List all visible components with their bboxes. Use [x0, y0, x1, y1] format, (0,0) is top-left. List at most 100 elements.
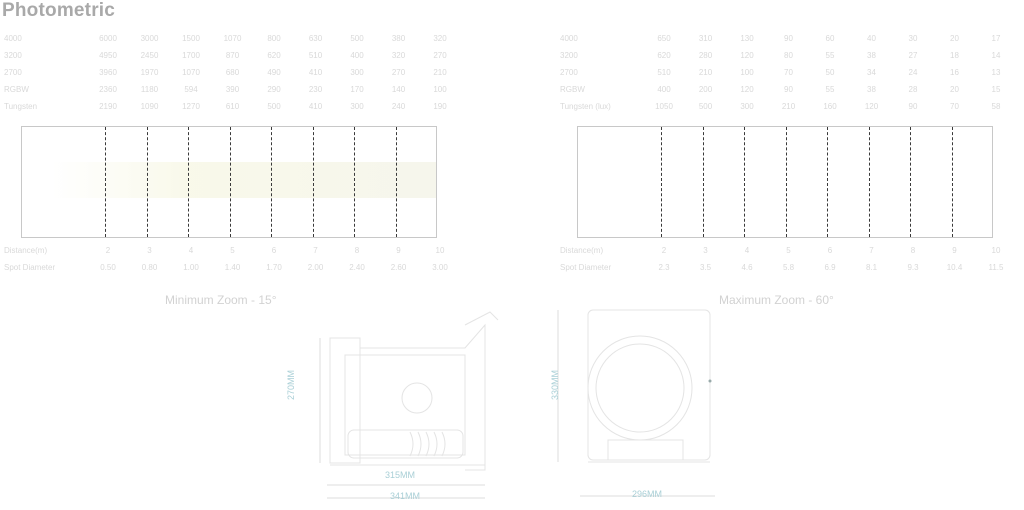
min-zoom-table-row-head: 3200 [4, 51, 22, 60]
min-zoom-distance-line [105, 127, 106, 237]
max-zoom-table-cell: 70 [950, 102, 959, 111]
min-zoom-table-cell: 800 [267, 34, 281, 43]
max-zoom-footer-cell: 6.9 [824, 263, 836, 272]
front-width-dim: 296MM [632, 489, 663, 499]
max-zoom-table-row-head: 4000 [560, 34, 578, 43]
min-zoom-table-cell: 230 [308, 85, 323, 94]
max-zoom-footer-cell: 3.5 [699, 263, 712, 272]
max-zoom-table-cell: 130 [740, 34, 754, 43]
min-zoom-distance-line [354, 127, 355, 237]
min-zoom-table-cell: 2360 [99, 85, 117, 94]
min-zoom-footer-cell: 2.00 [307, 263, 324, 272]
max-zoom-footer-cell: 5 [786, 246, 791, 255]
max-zoom-footer-cell: 6 [827, 246, 833, 255]
side-width-outer-dim: 341MM [390, 491, 421, 501]
min-zoom-table-cell: 680 [225, 68, 240, 77]
min-zoom-table-cell: 390 [225, 85, 240, 94]
max-zoom-table-cell: 18 [950, 51, 959, 60]
min-zoom-footer-cell: 0.80 [141, 263, 158, 272]
min-zoom-table-cell: 1700 [182, 51, 200, 60]
min-zoom-table-cell: 500 [350, 34, 364, 43]
min-zoom-table-cell: 100 [433, 85, 447, 94]
max-zoom-footer-row-head: Distance(m) [560, 246, 604, 255]
max-zoom-table-cell: 34 [867, 68, 876, 77]
min-zoom-distance-line [312, 127, 314, 237]
max-zoom-distance-line [785, 127, 787, 237]
max-zoom-table-cell: 40 [867, 34, 876, 43]
max-zoom-table-cell: 70 [784, 68, 793, 77]
min-zoom-table-cell: 6000 [99, 34, 117, 43]
max-zoom-table-cell: 15 [991, 85, 1001, 94]
max-zoom-distance-line [868, 127, 870, 237]
max-zoom-table-cell: 500 [698, 102, 713, 111]
side-height-dim: 270MM [286, 369, 296, 400]
min-zoom-table-cell: 2450 [140, 51, 159, 60]
min-zoom-beam [52, 162, 436, 198]
max-zoom-table-cell: 210 [781, 102, 796, 111]
min-zoom-table-row-head: 2700 [4, 68, 22, 77]
min-zoom-table-cell: 410 [308, 102, 323, 111]
side-view-drawing [319, 311, 499, 499]
min-zoom-table-cell: 4950 [99, 51, 117, 60]
max-zoom-table-cell: 120 [740, 51, 754, 60]
max-zoom-table-cell: 400 [657, 85, 671, 94]
max-zoom-footer-cell: 8 [910, 246, 916, 255]
min-zoom-table-cell: 594 [184, 85, 198, 94]
min-zoom-table-cell: 380 [391, 34, 406, 43]
min-zoom-table-cell: 300 [350, 68, 364, 77]
min-zoom-table-cell: 620 [267, 51, 281, 60]
min-zoom-table-cell: 630 [308, 34, 323, 43]
max-zoom-table-cell: 160 [823, 102, 837, 111]
max-zoom-footer-cell: 4 [744, 246, 750, 255]
min-zoom-footer-cell: 4 [188, 246, 194, 255]
max-zoom-distance-line [702, 127, 704, 237]
max-zoom-table-cell: 90 [784, 85, 793, 94]
max-zoom-footer-cell: 3 [703, 246, 708, 255]
max-zoom-table-cell: 30 [908, 34, 918, 43]
min-zoom-table-cell: 490 [267, 68, 281, 77]
min-zoom-footer-cell: 3.00 [432, 263, 448, 272]
min-zoom-beam-chart [21, 126, 437, 238]
max-zoom-footer-cell: 9 [952, 246, 957, 255]
max-zoom-table-cell: 620 [657, 51, 671, 60]
min-zoom-table-row-head: Tungsten [4, 102, 38, 111]
max-zoom-footer-cell: 11.5 [988, 263, 1004, 272]
max-zoom-table-cell: 38 [867, 85, 876, 94]
max-zoom-table-cell: 55 [825, 51, 835, 60]
max-zoom-table-cell: 210 [698, 68, 713, 77]
max-zoom-table-row-head: 2700 [560, 68, 578, 77]
min-zoom-footer-cell: 3 [147, 246, 152, 255]
max-zoom-table-cell: 650 [657, 34, 671, 43]
min-zoom-footer-cell: 9 [396, 246, 401, 255]
min-zoom-footer-cell: 0.50 [100, 263, 116, 272]
max-zoom-footer-cell: 4.6 [741, 263, 753, 272]
max-zoom-table-cell: 280 [698, 51, 713, 60]
min-zoom-table-cell: 140 [391, 85, 406, 94]
max-zoom-beam-chart [577, 126, 993, 238]
min-zoom-footer-cell: 1.70 [266, 263, 282, 272]
min-zoom-table-cell: 1180 [140, 85, 159, 94]
min-zoom-label: Minimum Zoom - 15° [165, 293, 277, 307]
max-zoom-table-row-head: 3200 [560, 51, 578, 60]
max-zoom-distance-line [910, 127, 911, 237]
max-zoom-footer-cell: 5.8 [782, 263, 795, 272]
min-zoom-table-cell: 500 [267, 102, 281, 111]
max-zoom-distance-line [951, 127, 953, 237]
min-zoom-table-cell: 1500 [182, 34, 200, 43]
max-zoom-table-cell: 24 [908, 68, 918, 77]
max-zoom-footer-cell: 8.1 [865, 263, 878, 272]
min-zoom-table-cell: 270 [391, 68, 406, 77]
min-zoom-footer-cell: 6 [271, 246, 277, 255]
min-zoom-table-cell: 1270 [182, 102, 200, 111]
max-zoom-distance-line [661, 127, 662, 237]
min-zoom-table-cell: 2190 [99, 102, 117, 111]
min-zoom-table-cell: 320 [433, 34, 447, 43]
